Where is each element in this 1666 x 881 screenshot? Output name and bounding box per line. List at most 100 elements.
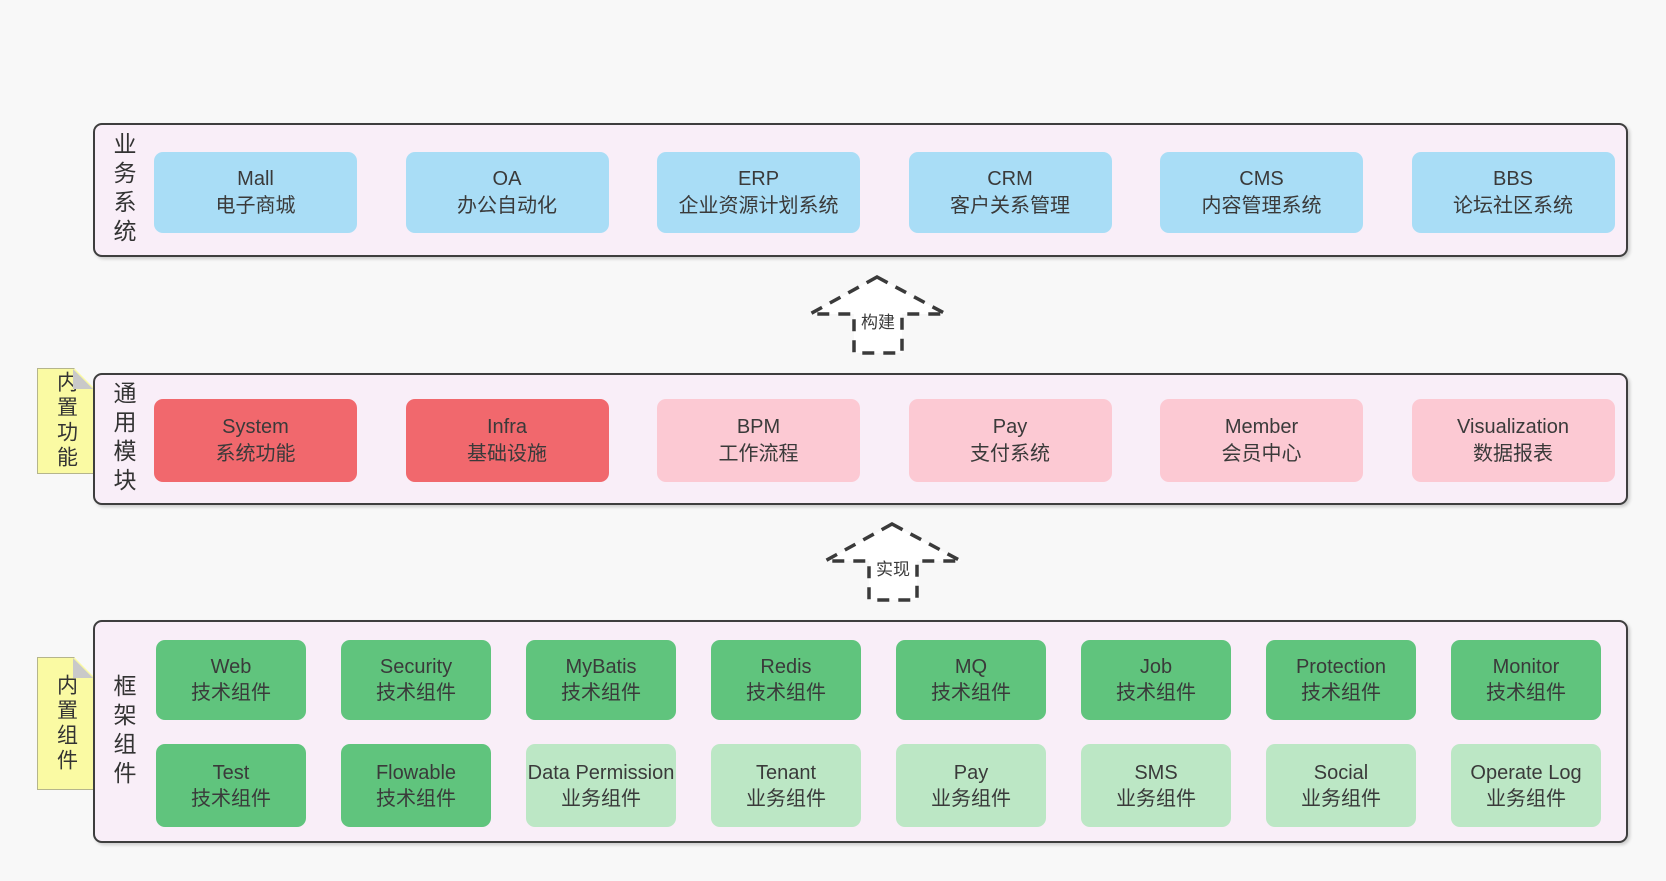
sticky-note-builtin-features: 内置功能 — [37, 368, 94, 474]
box-mall: Mall 电子商城 — [154, 152, 357, 233]
box-subtitle: 业务组件 — [931, 787, 1011, 810]
arrow-build: 构建 — [808, 275, 948, 355]
box-subtitle: 支付系统 — [970, 442, 1050, 465]
box-security: Security 技术组件 — [341, 640, 491, 720]
arrow-label: 实现 — [873, 561, 913, 579]
box-erp: ERP 企业资源计划系统 — [657, 152, 860, 233]
layer-label-business-systems: 业务系统 — [95, 125, 151, 255]
layer-label-text: 框架组件 — [110, 673, 136, 790]
box-title: Tenant — [755, 761, 817, 784]
box-oa: OA 办公自动化 — [405, 152, 609, 233]
box-subtitle: 业务组件 — [1116, 787, 1196, 810]
box-infra: Infra 基础设施 — [405, 399, 609, 482]
box-subtitle: 系统功能 — [215, 442, 296, 465]
box-subtitle: 技术组件 — [931, 682, 1011, 704]
box-subtitle: 技术组件 — [561, 682, 641, 704]
box-sms: SMS 业务组件 — [1081, 744, 1231, 827]
box-title: Social — [1313, 761, 1369, 784]
box-title: Operate Log — [1470, 761, 1582, 784]
box-title: Pay — [953, 761, 989, 784]
box-visualization: Visualization 数据报表 — [1411, 399, 1615, 482]
box-subtitle: 电子商城 — [215, 194, 296, 217]
box-title: MQ — [954, 656, 988, 678]
box-subtitle: 会员中心 — [1221, 442, 1302, 465]
box-subtitle: 基础设施 — [467, 442, 547, 465]
box-tenant: Tenant 业务组件 — [711, 744, 861, 827]
box-title: Infra — [486, 415, 528, 438]
box-subtitle: 工作流程 — [718, 442, 799, 465]
box-subtitle: 技术组件 — [191, 682, 271, 704]
box-title: MyBatis — [565, 656, 637, 678]
box-pay-module: Pay 支付系统 — [908, 399, 1112, 482]
box-mybatis: MyBatis 技术组件 — [526, 640, 676, 720]
box-title: Security — [379, 656, 453, 678]
box-subtitle: 论坛社区系统 — [1453, 194, 1573, 217]
box-title: Test — [212, 761, 250, 784]
box-subtitle: 办公自动化 — [457, 194, 557, 217]
business-box-row: Mall 电子商城 OA 办公自动化 ERP 企业资源计划系统 CRM 客户关系… — [154, 152, 1615, 233]
box-title: BBS — [1492, 167, 1534, 190]
box-title: BPM — [736, 415, 781, 438]
sticky-note-label: 内置功能 — [54, 371, 78, 471]
box-subtitle: 技术组件 — [1486, 682, 1566, 704]
box-title: Member — [1224, 415, 1299, 438]
box-title: SMS — [1134, 761, 1178, 784]
arrow-implement: 实现 — [823, 522, 963, 602]
box-title: ERP — [737, 167, 780, 190]
box-member: Member 会员中心 — [1160, 399, 1363, 482]
components-box-row-1: Web 技术组件 Security 技术组件 MyBatis 技术组件 Redi… — [156, 640, 1601, 720]
box-flowable: Flowable 技术组件 — [341, 744, 491, 827]
box-subtitle: 技术组件 — [376, 787, 456, 810]
box-redis: Redis 技术组件 — [711, 640, 861, 720]
box-title: Redis — [760, 656, 812, 678]
box-title: Monitor — [1492, 656, 1560, 678]
box-subtitle: 客户关系管理 — [950, 194, 1070, 217]
layer-framework-components: 框架组件 Web 技术组件 Security 技术组件 MyBatis 技术组件… — [93, 620, 1628, 843]
box-title: Protection — [1295, 656, 1387, 678]
box-title: Visualization — [1457, 415, 1569, 438]
box-web: Web 技术组件 — [156, 640, 306, 720]
layer-label-text: 业务系统 — [110, 132, 136, 248]
box-bbs: BBS 论坛社区系统 — [1411, 152, 1615, 233]
box-monitor: Monitor 技术组件 — [1451, 640, 1601, 720]
box-subtitle: 技术组件 — [746, 682, 826, 704]
box-title: Web — [210, 656, 252, 678]
box-title: Pay — [992, 415, 1028, 438]
box-title: Job — [1139, 656, 1173, 678]
box-mq: MQ 技术组件 — [896, 640, 1046, 720]
box-subtitle: 企业资源计划系统 — [678, 194, 839, 217]
box-crm: CRM 客户关系管理 — [908, 152, 1112, 233]
box-subtitle: 技术组件 — [191, 787, 271, 810]
sticky-note-builtin-components: 内置组件 — [37, 657, 94, 790]
box-title: CRM — [987, 167, 1033, 190]
box-title: OA — [492, 167, 522, 190]
box-bpm: BPM 工作流程 — [657, 399, 860, 482]
box-title: Data Permission — [527, 761, 675, 784]
box-protection: Protection 技术组件 — [1266, 640, 1416, 720]
layer-label-text: 通用模块 — [110, 381, 136, 497]
box-subtitle: 技术组件 — [1116, 682, 1196, 704]
layer-label-framework-components: 框架组件 — [95, 622, 151, 841]
layer-label-common-modules: 通用模块 — [95, 375, 151, 503]
box-pay-component: Pay 业务组件 — [896, 744, 1046, 827]
box-title: Flowable — [375, 761, 457, 784]
box-system: System 系统功能 — [154, 399, 357, 482]
box-subtitle: 技术组件 — [1301, 682, 1381, 704]
box-social: Social 业务组件 — [1266, 744, 1416, 827]
layer-common-modules: 通用模块 System 系统功能 Infra 基础设施 BPM 工作流程 Pay… — [93, 373, 1628, 505]
components-box-row-2: Test 技术组件 Flowable 技术组件 Data Permission … — [156, 744, 1601, 827]
layer-business-systems: 业务系统 Mall 电子商城 OA 办公自动化 ERP 企业资源计划系统 CRM… — [93, 123, 1628, 257]
box-operate-log: Operate Log 业务组件 — [1451, 744, 1601, 827]
box-subtitle: 业务组件 — [1301, 787, 1381, 810]
box-test: Test 技术组件 — [156, 744, 306, 827]
modules-box-row: System 系统功能 Infra 基础设施 BPM 工作流程 Pay 支付系统… — [154, 399, 1615, 482]
box-subtitle: 业务组件 — [1486, 787, 1566, 810]
box-title: Mall — [237, 167, 274, 190]
box-data-permission: Data Permission 业务组件 — [526, 744, 676, 827]
box-subtitle: 数据报表 — [1473, 442, 1553, 465]
box-subtitle: 业务组件 — [746, 787, 826, 810]
box-subtitle: 技术组件 — [376, 682, 456, 704]
arrow-label: 构建 — [858, 314, 898, 332]
sticky-note-label: 内置组件 — [54, 673, 78, 774]
